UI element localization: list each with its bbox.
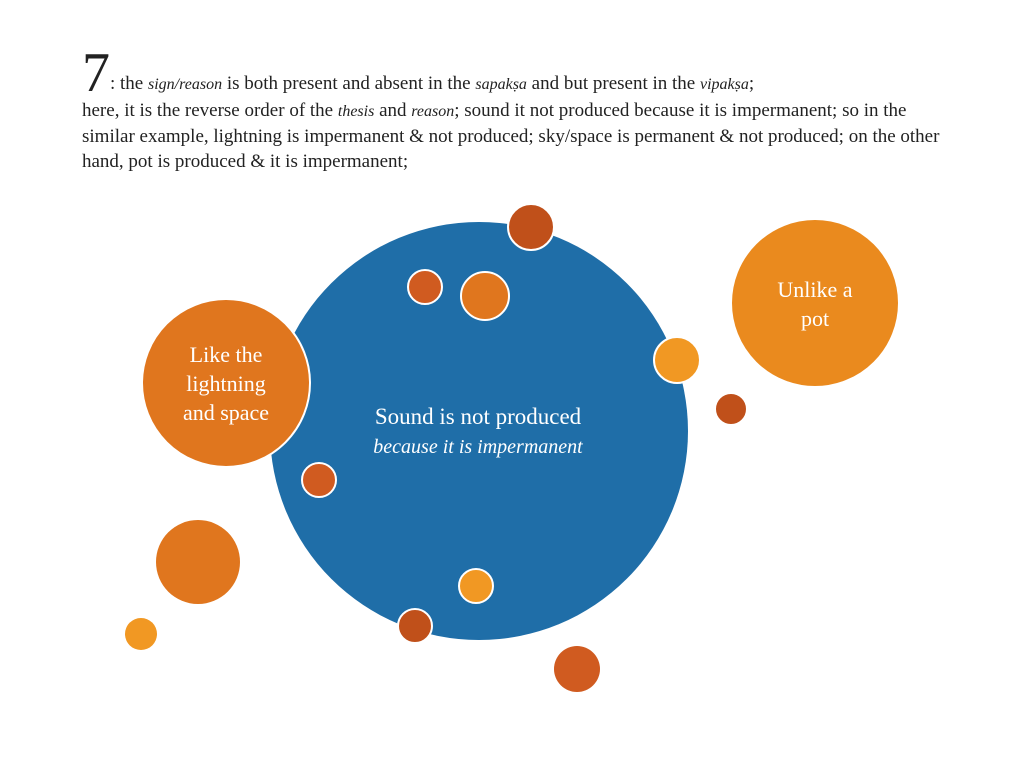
- slide-number: 7: [82, 42, 110, 104]
- heading-term-vipaksa: vipakṣa: [700, 76, 749, 93]
- similar-example-line-3: and space: [182, 400, 270, 425]
- heading-text-5: here, it is the reverse order of the: [82, 100, 338, 121]
- dissimilar-example-label: Unlike a pot: [734, 275, 896, 333]
- decor-dot-left-large: [156, 520, 240, 604]
- thesis-subtitle: because it is impermanent: [373, 436, 583, 458]
- similar-example-label: Like the lightning and space: [145, 340, 307, 427]
- thesis-title: Sound is not produced: [374, 404, 582, 429]
- decor-dot-inner-left: [407, 269, 443, 305]
- heading-text-7: ; sound it not produced because it is im…: [82, 100, 940, 172]
- decor-dot-right-small: [714, 392, 748, 426]
- heading-text-4: ;: [748, 73, 755, 94]
- dissimilar-example-line-1: Unlike a: [777, 277, 853, 302]
- heading-text-2: is both present and absent in the: [222, 73, 476, 94]
- heading-text-6: and: [374, 100, 412, 121]
- thesis-label: Sound is not produced because it is impe…: [318, 402, 638, 462]
- heading-text-3: and but present in the: [526, 73, 700, 94]
- heading-body: here, it is the reverse order of the the…: [82, 98, 942, 174]
- decor-dot-right-edge: [653, 336, 701, 384]
- heading-term-thesis: thesis: [337, 103, 375, 120]
- decor-dot-inner-right: [460, 271, 510, 321]
- decor-dot-bottom-right: [554, 646, 600, 692]
- dissimilar-example-line-2: pot: [800, 306, 830, 331]
- decor-dot-left-edge: [301, 462, 337, 498]
- heading-term-sapaksa: sapakṣa: [475, 76, 527, 93]
- similar-example-line-1: Like the: [189, 342, 263, 367]
- similar-example-circle: [141, 298, 311, 468]
- dissimilar-example-circle: [730, 218, 900, 388]
- heading-term-reason: reason: [411, 103, 455, 120]
- similar-example-line-2: lightning: [186, 371, 266, 396]
- heading-term-sign-reason: sign/reason: [148, 76, 223, 93]
- decor-dot-bottom-edge: [397, 608, 433, 644]
- decor-dot-top: [507, 203, 555, 251]
- heading-text-1: : the: [110, 73, 148, 94]
- slide-heading: 7: the sign/reason is both present and a…: [82, 45, 942, 174]
- decor-dot-bottom-inner: [458, 568, 494, 604]
- decor-dot-left-small: [125, 618, 157, 650]
